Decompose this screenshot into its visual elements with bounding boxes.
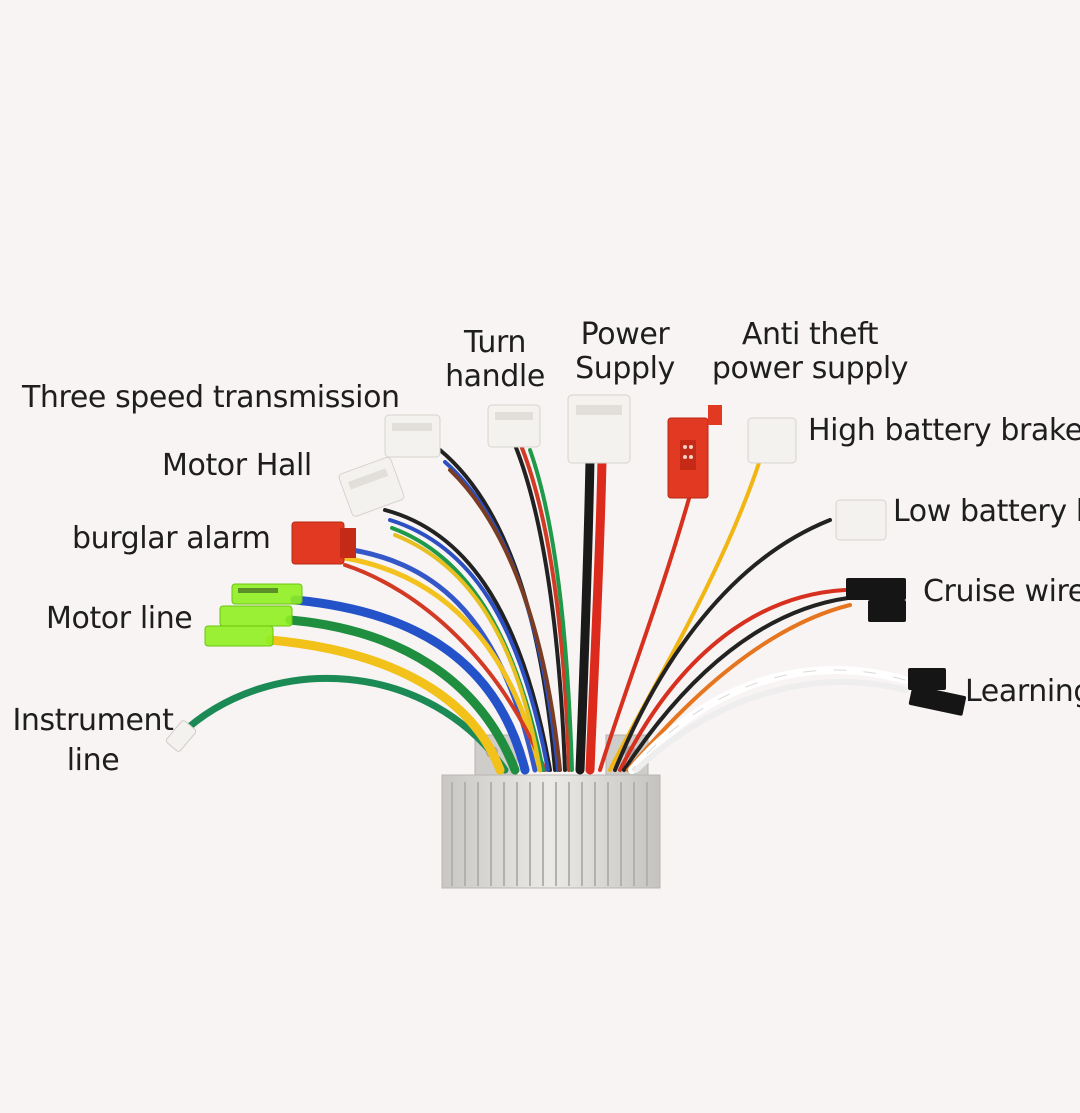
instrument-connector: [165, 720, 197, 752]
label-anti-theft: Anti theft power supply: [711, 317, 909, 386]
alarm-wire-blue: [337, 545, 538, 773]
speed-wire-brown: [448, 468, 562, 772]
power-wire-red: [585, 455, 607, 775]
label-learning: Learning: [965, 674, 1080, 709]
alarm-wire-yellow: [342, 555, 543, 773]
label-turn-handle: Turn handle: [445, 325, 545, 394]
high-brake-connector: [747, 417, 797, 464]
label-power-supply: Power Supply: [575, 317, 675, 386]
motor-line-connectors: [204, 583, 303, 647]
wire-bundle: [176, 443, 909, 775]
low-brake-connector: [835, 499, 887, 541]
low-brake-wire: [613, 518, 832, 772]
label-low-brake: Low battery b: [893, 494, 1080, 529]
handle-wire-black: [513, 443, 567, 772]
controller-box: [441, 734, 661, 889]
power-wire-black: [575, 455, 595, 775]
alarm-wire-red: [343, 563, 547, 772]
handle-connector: [487, 404, 541, 448]
cruise-wire-red: [618, 588, 847, 772]
connectors: [165, 394, 967, 752]
label-motor-hall: Motor Hall: [162, 448, 312, 483]
motor-line-wire-green: [285, 615, 520, 775]
label-cruise-wire: Cruise wire: [923, 574, 1080, 609]
label-burglar-alarm: burglar alarm: [72, 521, 271, 556]
cruise-wire-orange: [626, 603, 852, 772]
label-motor-line: Motor line: [46, 601, 193, 636]
alarm-connector: [291, 521, 356, 565]
label-instrument-line: Instrument line: [12, 703, 174, 778]
learning-connector: [908, 668, 967, 716]
hall-wire-black: [383, 508, 552, 772]
handle-wire-red: [520, 446, 571, 772]
cruise-connector: [846, 578, 906, 622]
hall-wire-blue: [388, 518, 550, 772]
speed-connector: [384, 414, 441, 458]
label-three-speed: Three speed transmission: [22, 380, 400, 415]
anti-theft-wire: [598, 493, 692, 772]
hall-connector: [338, 456, 405, 517]
high-brake-wire: [608, 458, 762, 772]
handle-wire-green: [528, 448, 574, 772]
power-connector: [567, 394, 631, 464]
anti-theft-connector: [667, 405, 722, 499]
instrument-line-wire: [176, 674, 509, 774]
label-high-brake: High battery brake: [808, 413, 1080, 448]
cruise-wire-black: [622, 596, 850, 772]
hall-wire-yellow: [393, 533, 542, 772]
motor-line-wire-blue: [290, 595, 530, 775]
motor-line-wire-yellow: [265, 635, 505, 775]
